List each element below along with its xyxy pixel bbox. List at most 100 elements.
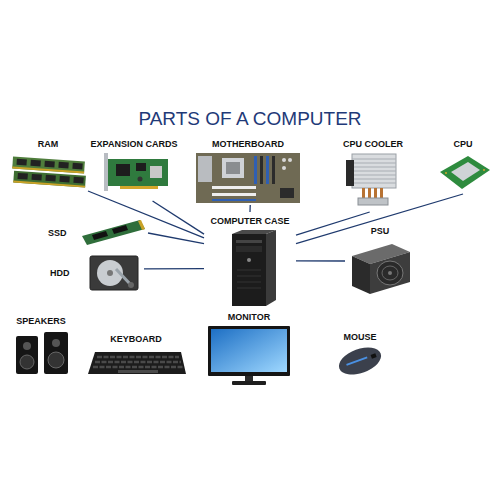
part-label: SSD (48, 228, 67, 239)
connector-line (249, 205, 251, 212)
expansion-card (136, 163, 146, 171)
cpu-cooler (352, 179, 396, 180)
cpu-cooler (346, 160, 354, 186)
ssd-stick (82, 220, 145, 245)
cpu-cooler (368, 188, 371, 198)
keyboard (97, 356, 179, 359)
ram-sticks (72, 163, 82, 170)
computer-case (232, 234, 266, 306)
motherboard (260, 156, 263, 184)
ram-sticks (12, 157, 85, 174)
ram-sticks (16, 159, 26, 166)
part-box: RAM (8, 139, 88, 191)
computer-case (237, 276, 261, 277)
cpu-chip (451, 162, 480, 181)
monitor (208, 326, 290, 376)
computer-case (237, 270, 261, 271)
monitor (232, 381, 266, 385)
mouse (335, 342, 385, 380)
cpu-chip (440, 156, 490, 189)
motherboard (282, 158, 286, 162)
ram-sticks (58, 162, 68, 169)
part-label: MONITOR (228, 312, 270, 323)
motherboard (212, 193, 256, 196)
speakers (52, 339, 60, 347)
motherboard (282, 166, 286, 170)
power-supply (377, 261, 403, 285)
cpu-chip (440, 156, 490, 189)
computer-case (236, 240, 262, 243)
part-box: PSU (345, 226, 415, 296)
expansion-card (104, 153, 108, 191)
diagram-title: PARTS OF A COMPUTER (138, 108, 361, 130)
keyboard (93, 366, 183, 369)
part-label: COMPUTER CASE (210, 216, 289, 227)
part-label: KEYBOARD (110, 334, 162, 345)
computer-case (237, 282, 261, 283)
speakers (16, 332, 68, 374)
part-label: MOUSE (343, 332, 376, 343)
keyboard (88, 352, 186, 374)
connector-line (148, 233, 204, 244)
part-label: RAM (38, 139, 59, 150)
power-supply (370, 252, 410, 294)
cpu-cooler (352, 171, 396, 172)
part-box: SPEAKERS (8, 316, 74, 378)
mouse (335, 342, 385, 380)
part-box: CPU COOLER (340, 139, 406, 212)
computer-case (237, 288, 261, 289)
cpu-cooler (358, 198, 388, 205)
motherboard (280, 188, 294, 198)
motherboard (288, 158, 292, 162)
ram-sticks (73, 177, 83, 184)
motherboard (226, 162, 240, 174)
hdd-drive (107, 270, 113, 276)
cpu-chip (445, 172, 447, 174)
connector-line (296, 260, 345, 261)
power-supply (388, 271, 392, 275)
ssd-stick (112, 225, 128, 234)
part-box: EXPANSION CARDS (88, 139, 181, 201)
speakers (16, 336, 38, 374)
part-label: MOTHERBOARD (212, 139, 284, 150)
monitor (211, 329, 287, 372)
part-label: HDD (50, 268, 70, 279)
hdd-drive (90, 256, 138, 290)
ram-sticks (44, 161, 54, 168)
ram-sticks (30, 160, 40, 167)
ram-sticks (31, 174, 41, 181)
part-box: CPU (432, 139, 494, 194)
ssd-stick (92, 231, 108, 240)
connector-line (88, 191, 204, 238)
expansion-card (116, 164, 130, 176)
computer-case (266, 230, 276, 306)
computer-case (247, 258, 251, 262)
cpu-chip (483, 169, 485, 171)
expansion-card (104, 153, 168, 191)
cpu-cooler (346, 154, 396, 205)
monitor (208, 326, 290, 385)
hdd-drive (90, 256, 138, 290)
ssd-stick (138, 220, 145, 230)
motherboard (212, 199, 256, 201)
motherboard (198, 156, 212, 182)
motherboard (254, 156, 257, 184)
expansion-card (138, 177, 143, 182)
part-box: HDD (48, 252, 144, 294)
ram-sticks (59, 176, 69, 183)
ram-sticks (45, 175, 55, 182)
monitor (245, 376, 253, 381)
cpu-cooler (362, 188, 365, 198)
cpu-cooler (352, 154, 396, 188)
power-supply (352, 244, 410, 294)
part-label: SPEAKERS (16, 316, 66, 327)
ram-sticks (18, 173, 28, 180)
part-box: MOUSE (330, 332, 390, 378)
part-label: CPU COOLER (343, 139, 403, 150)
part-label: CPU (453, 139, 472, 150)
connector-line (296, 194, 463, 244)
connector-line (296, 212, 370, 235)
